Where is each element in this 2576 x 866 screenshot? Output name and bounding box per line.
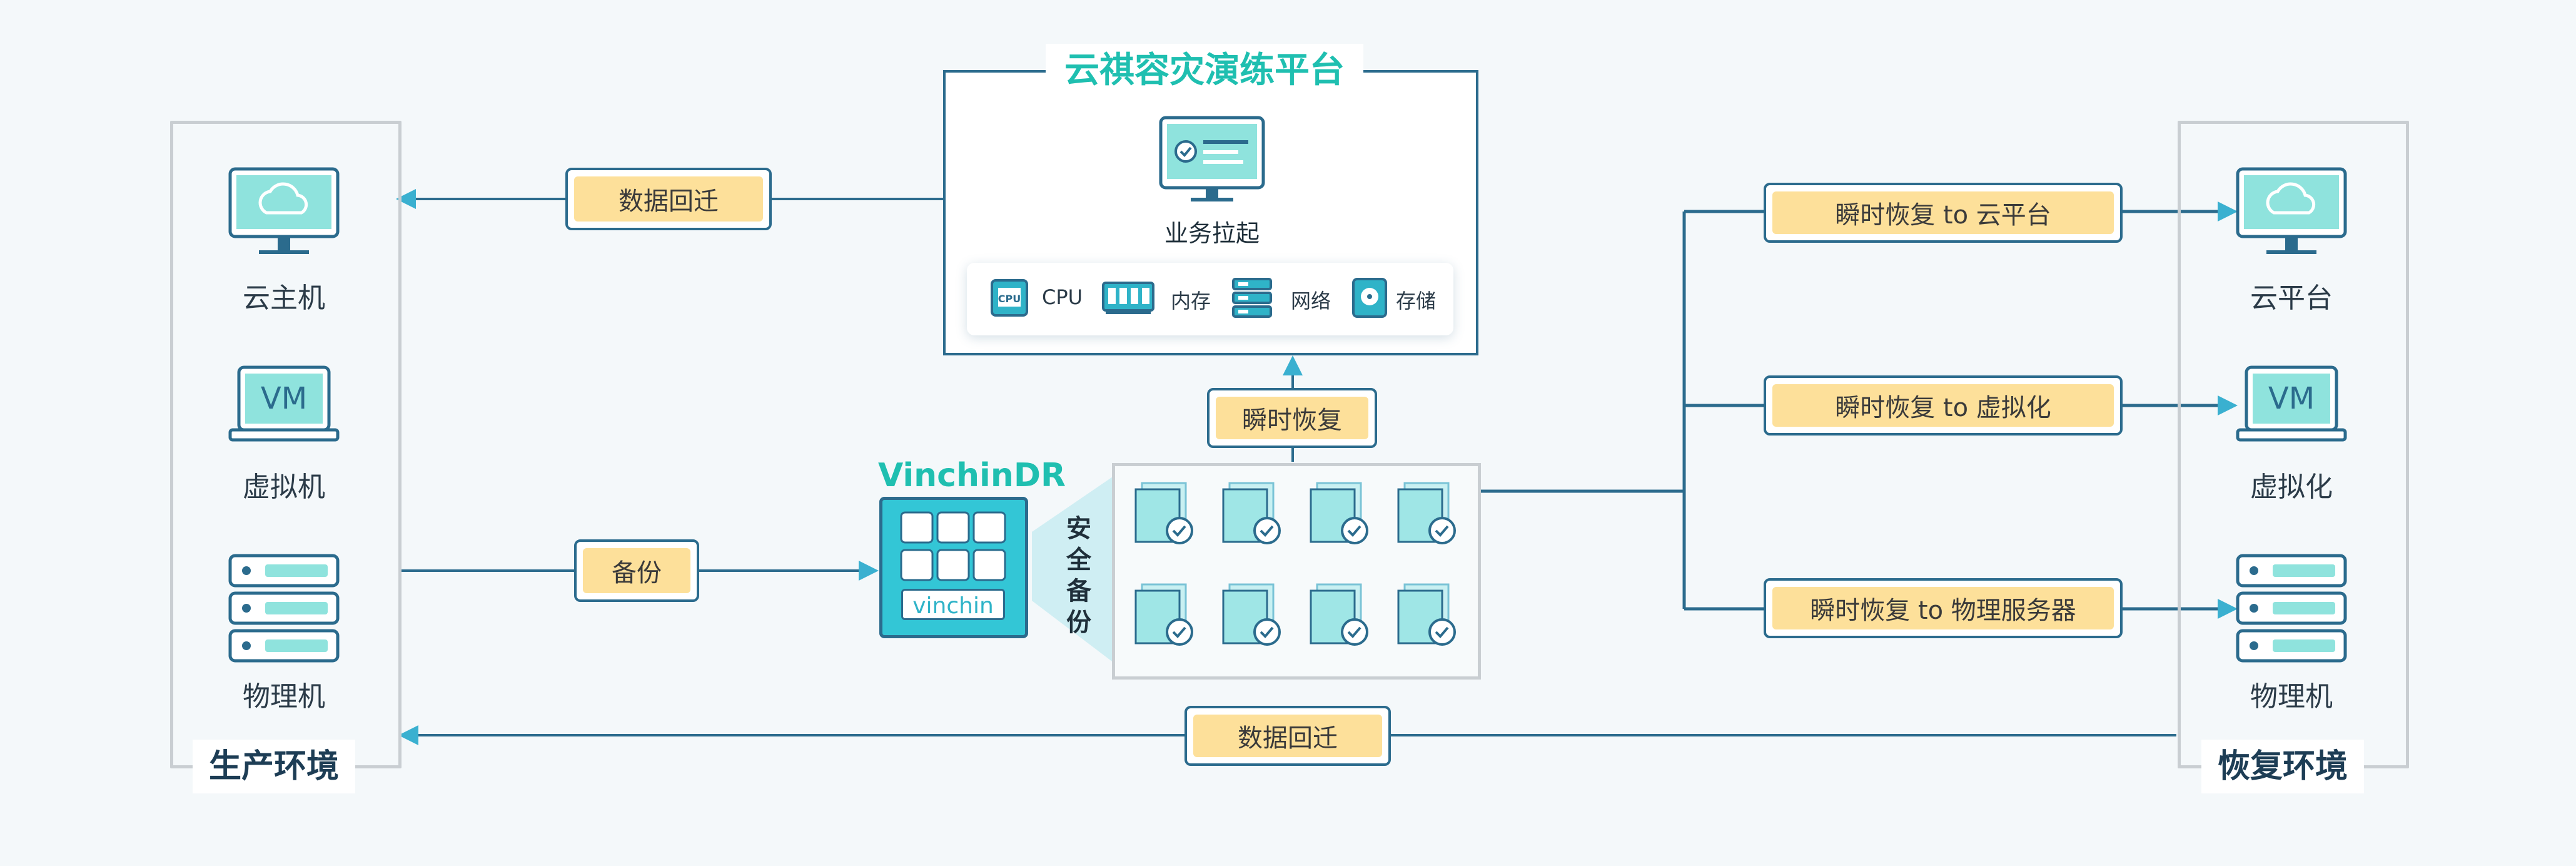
backup-copy-icon [1395,481,1463,552]
vm-screen-text: VM [260,381,308,416]
resource-label: 内存 [1171,289,1211,313]
data-migrate-top-tag: 数据回迁 [565,168,772,230]
vm-screen-text: VM [2268,381,2315,416]
secure-backup-label: 安 全 备 份 [1066,514,1091,637]
arrowhead-backup [859,561,879,581]
vm-laptop-icon: VM [2235,365,2348,446]
production-device-label: 物理机 [243,681,325,713]
arrowhead-instant-physical [2218,599,2238,619]
recovery-device-label: 虚拟化 [2250,471,2333,503]
production-device-label: 云主机 [243,282,325,314]
tag-text: 瞬时恢复 to 物理服务器 [1772,587,2114,629]
backup-copy-icon [1132,582,1201,653]
memory-icon [1102,282,1154,314]
business-start-label: 业务拉起 [1164,220,1260,247]
resource-label: 网络 [1291,289,1331,313]
vinchin-light-fan [1032,476,1114,663]
server-rack-icon [228,554,340,663]
platform-title: 云祺容灾演练平台 [1046,44,1363,98]
tag-text: 瞬时恢复 [1216,397,1368,439]
resource-label: CPU [1042,285,1083,309]
backup-copy-icon [1132,481,1201,552]
backup-copy-icon [1307,481,1376,552]
backup-copy-icon [1220,481,1288,552]
recovery-device-label: 云平台 [2250,282,2333,314]
instant-restore-virtual-tag: 瞬时恢复 to 虚拟化 [1764,375,2123,436]
server-rack-icon [2236,554,2347,663]
tag-text: 备份 [583,548,690,593]
production-device-label: 虚拟机 [243,471,325,503]
secure-backup-text: 安 全 备 份 [1063,513,1094,638]
tag-text: 数据回迁 [574,176,763,222]
vinchin-logo-box: vinchin [879,497,1028,638]
cpu-icon: CPU [991,279,1028,317]
arrowhead-instant-cloud [2218,201,2238,222]
network-icon [1232,278,1272,318]
backup-copy-icon [1220,582,1288,653]
svg-text:CPU: CPU [998,293,1021,305]
instant-restore-tag: 瞬时恢复 [1207,388,1377,448]
arrowhead-instant-restore [1283,355,1303,375]
arrowhead-migrate-top [396,189,416,209]
vinchin-dr-title: VinchinDR [878,457,1066,494]
vinchin-logo-text: vinchin [901,589,1005,620]
recovery-environment-title: 恢复环境 [2201,740,2365,793]
backup-copy-icon [1395,582,1463,653]
tag-text: 瞬时恢复 to 虚拟化 [1772,384,2114,427]
cloud-monitor-icon [2236,167,2347,254]
production-environment-title: 生产环境 [193,740,356,793]
data-migrate-bottom-tag: 数据回迁 [1184,706,1391,766]
arrowhead-migrate-bottom [398,725,418,745]
resource-label: 存储 [1396,289,1437,313]
backup-copy-icon [1307,582,1376,653]
dashboard-monitor-icon [1159,116,1265,201]
vm-laptop-icon: VM [228,365,340,446]
instant-restore-physical-tag: 瞬时恢复 to 物理服务器 [1764,578,2123,638]
backup-tag: 备份 [574,539,699,602]
tag-text: 数据回迁 [1193,715,1382,757]
recovery-device-label: 物理机 [2250,681,2333,713]
cloud-monitor-icon [228,167,340,254]
instant-restore-cloud-tag: 瞬时恢复 to 云平台 [1764,183,2123,243]
tag-text: 瞬时恢复 to 云平台 [1772,191,2114,234]
storage-icon [1352,278,1387,318]
arrowhead-instant-virtual [2218,395,2238,415]
